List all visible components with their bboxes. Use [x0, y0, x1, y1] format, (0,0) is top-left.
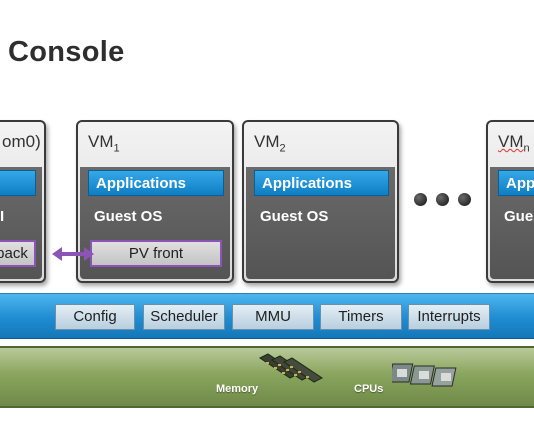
ellipsis-dot-2: [436, 193, 449, 206]
vm-1-applications: Applications: [88, 170, 224, 196]
hypervisor-module-config: Config: [55, 304, 135, 330]
vm-n-guest-os-label: Gues: [504, 208, 534, 225]
pv-link-arrow: [58, 252, 90, 256]
memory-label: Memory: [216, 383, 259, 395]
pv-link-arrowhead-left: [52, 247, 62, 261]
cpus-icon: [392, 363, 457, 387]
hypervisor-module-interrupts: Interrupts: [408, 304, 490, 330]
page-title: Console: [8, 36, 125, 68]
vm-dom0-os-label: I: [0, 208, 5, 225]
vm-1-guest-os-label: Guest OS: [94, 208, 163, 225]
vm-2-applications: Applications: [254, 170, 389, 196]
hypervisor-module-scheduler: Scheduler: [143, 304, 225, 330]
pv-link-arrowhead-right: [84, 247, 94, 261]
hypervisor-module-mmu: MMU: [232, 304, 314, 330]
pv-back-box: back: [0, 240, 36, 267]
vm-1-box: VM1 Applications Guest OS PV front: [76, 120, 234, 283]
vm-1-title: VM1: [88, 132, 120, 155]
ellipsis-dot-1: [414, 193, 427, 206]
vm-dom0-box: om0) I back: [0, 120, 46, 283]
cpus-label: CPUs: [354, 383, 384, 395]
vm-2-title: VM2: [254, 132, 286, 155]
vm-dom0-app-bar: [0, 170, 36, 196]
ellipsis-dot-3: [458, 193, 471, 206]
vm-2-box: VM2 Applications Guest OS: [242, 120, 399, 283]
vm-dom0-title: om0): [2, 132, 41, 151]
vm-n-title: VMn: [498, 132, 530, 155]
pv-front-box: PV front: [90, 240, 222, 267]
memory-modules-icon: [259, 353, 323, 383]
vm-n-box: VMn App Gues: [486, 120, 534, 283]
hypervisor-module-timers: Timers: [320, 304, 402, 330]
vm-2-guest-os-label: Guest OS: [260, 208, 329, 225]
vm-n-applications: App: [498, 170, 534, 196]
